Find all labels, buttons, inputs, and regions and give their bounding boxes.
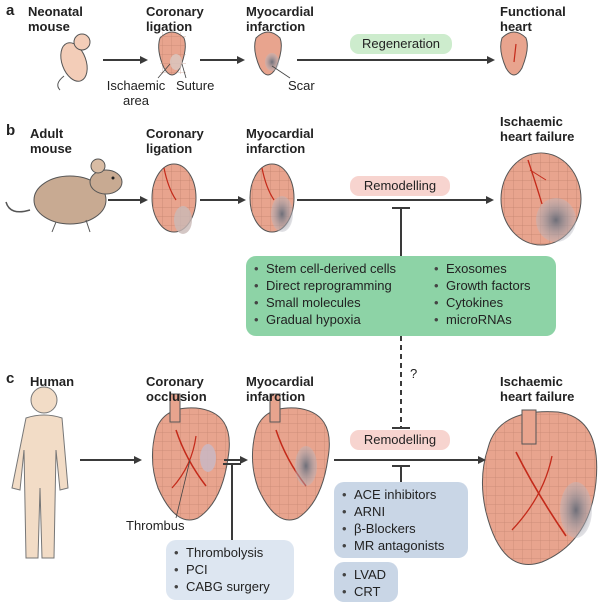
device-item: LVAD <box>342 566 390 583</box>
heart-b-failure <box>500 152 582 246</box>
therapy-item: Growth factors <box>434 277 531 294</box>
heart-c-infarction <box>252 393 330 521</box>
panel-a-stage-neonatal: Neonatal mouse <box>28 4 83 34</box>
label-thrombus: Thrombus <box>126 518 185 533</box>
therapies-left-list: Stem cell-derived cells Direct reprogram… <box>254 260 396 328</box>
heart-a-functional <box>500 31 528 76</box>
therapy-item: Exosomes <box>434 260 531 277</box>
therapy-item: Gradual hypoxia <box>254 311 396 328</box>
therapies-right-list: Exosomes Growth factors Cytokines microR… <box>434 260 531 328</box>
panel-c-letter: c <box>6 370 15 387</box>
therapy-item: Stem cell-derived cells <box>254 260 396 277</box>
therapy-box: Stem cell-derived cells Direct reprogram… <box>246 256 556 336</box>
drug-item: β-Blockers <box>342 520 460 537</box>
panel-b-stage-infarction: Myocardial infarction <box>246 126 314 156</box>
remodelling-pill-b: Remodelling <box>350 176 450 196</box>
heart-b-infarction <box>249 163 295 233</box>
therapy-item: Direct reprogramming <box>254 277 396 294</box>
heart-a-ligation <box>158 31 186 76</box>
panel-a-stage-infarction: Myocardial infarction <box>246 4 314 34</box>
reperfusion-item: CABG surgery <box>174 578 286 595</box>
label-ischaemic-area: Ischaemic area <box>106 78 166 108</box>
drug-box: ACE inhibitors ARNI β-Blockers MR antago… <box>334 482 468 558</box>
heart-b-ligation <box>151 163 197 234</box>
panel-b-stage-failure: Ischaemic heart failure <box>500 114 575 144</box>
reperfusion-list: Thrombolysis PCI CABG surgery <box>174 544 286 595</box>
device-item: CRT <box>342 583 390 600</box>
panel-b-stage-ligation: Coronary ligation <box>146 126 204 156</box>
drug-item: MR antagonists <box>342 537 460 554</box>
question-mark: ? <box>410 366 418 381</box>
panel-a-stage-functional: Functional heart <box>500 4 566 34</box>
heart-a-infarction <box>254 31 282 76</box>
neonatal-mouse-illustration <box>57 33 91 91</box>
label-suture: Suture <box>176 78 215 93</box>
panel-b-stage-adult: Adult mouse <box>30 126 72 156</box>
adult-mouse-illustration <box>5 158 123 233</box>
therapy-item: microRNAs <box>434 311 531 328</box>
panel-c-stage-occlusion: Coronary occlusion <box>146 374 207 404</box>
drug-list: ACE inhibitors ARNI β-Blockers MR antago… <box>342 486 460 554</box>
reperfusion-item: Thrombolysis <box>174 544 286 561</box>
reperfusion-item: PCI <box>174 561 286 578</box>
therapy-item: Cytokines <box>434 294 531 311</box>
device-list: LVAD CRT <box>342 566 390 600</box>
panel-c-stage-failure: Ischaemic heart failure <box>500 374 575 404</box>
heart-c-failure <box>481 409 598 565</box>
reperfusion-box: Thrombolysis PCI CABG surgery <box>166 540 294 600</box>
label-scar: Scar <box>288 78 315 93</box>
remodelling-pill-c: Remodelling <box>350 430 450 450</box>
heart-c-occlusion <box>152 393 230 521</box>
human-silhouette <box>11 386 69 559</box>
drug-item: ARNI <box>342 503 460 520</box>
drug-item: ACE inhibitors <box>342 486 460 503</box>
panel-c-stage-human: Human <box>30 374 75 389</box>
panel-a-letter: a <box>6 2 15 19</box>
regeneration-pill: Regeneration <box>350 34 452 54</box>
panel-a-stage-ligation: Coronary ligation <box>146 4 204 34</box>
panel-c-stage-infarction: Myocardial infarction <box>246 374 314 404</box>
therapy-item: Small molecules <box>254 294 396 311</box>
device-box: LVAD CRT <box>334 562 398 602</box>
panel-b-letter: b <box>6 122 16 139</box>
